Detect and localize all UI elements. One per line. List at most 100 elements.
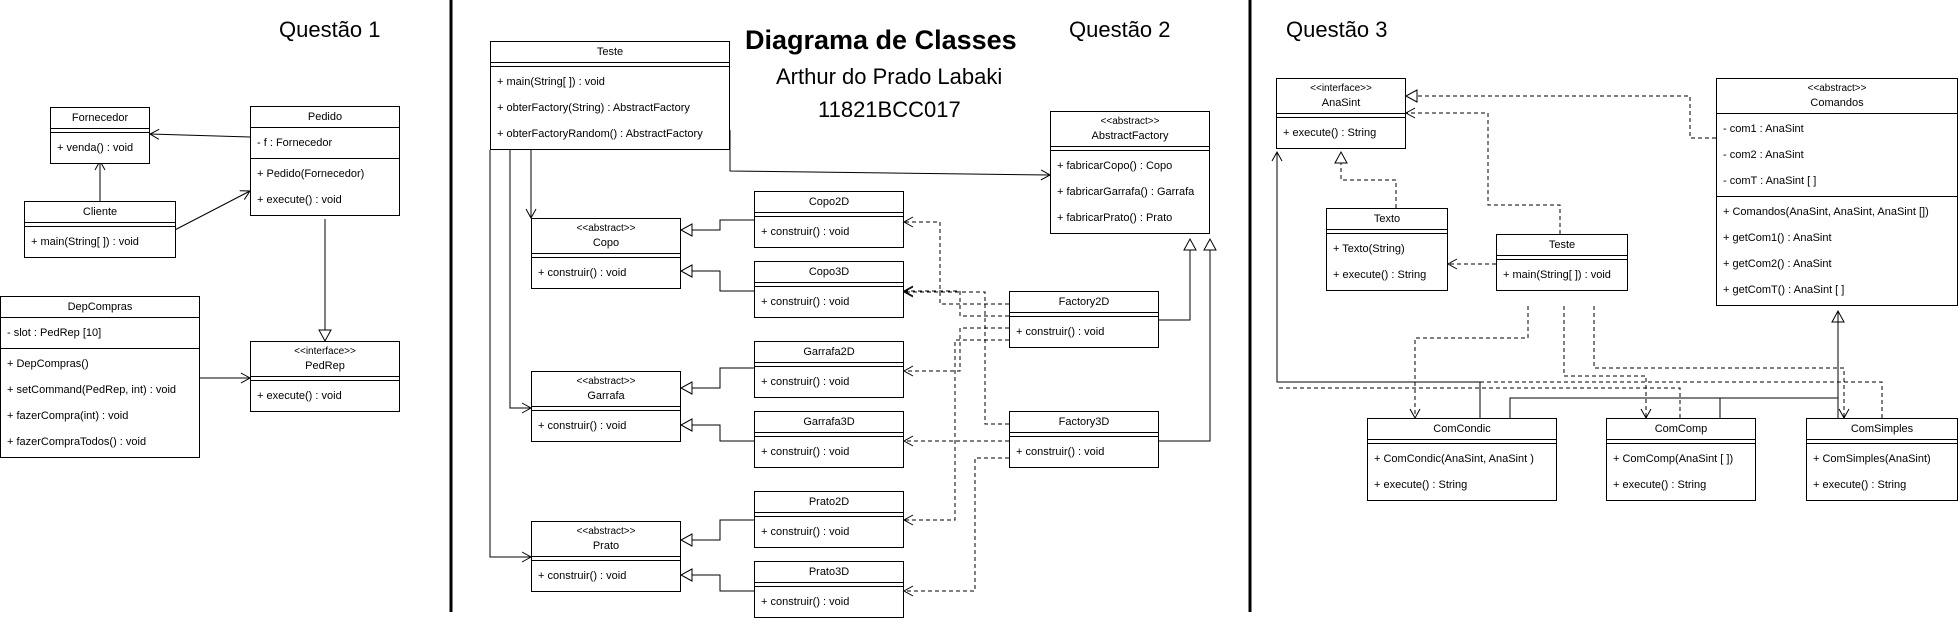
- factory3d-abstractfactory-generalization: [1159, 237, 1217, 442]
- teste-comcomp-dep: [1563, 306, 1652, 420]
- class-method: + ComSimples(AnaSint): [1813, 453, 1931, 465]
- class-methods: + construir() : void: [755, 437, 903, 467]
- diagram-title: Diagrama de Classes: [745, 25, 1017, 55]
- class-q2-abstractfactory[interactable]: <<abstract>>AbstractFactory + fabricarCop…: [1050, 111, 1210, 234]
- class-q3-teste[interactable]: Teste+ main(String[ ]) : void: [1496, 234, 1628, 291]
- class-method: + construir() : void: [538, 420, 627, 432]
- class-method: + execute() : String: [1333, 269, 1427, 281]
- class-q2-copo[interactable]: <<abstract>>Copo+ construir() : void: [531, 218, 681, 289]
- prato2d-prato-generalization: [679, 519, 754, 547]
- class-q3-comsimples[interactable]: ComSimples+ ComSimples(AnaSint)+ execute…: [1806, 418, 1958, 501]
- class-method: + ComComp(AnaSint [ ]): [1613, 453, 1734, 465]
- class-q2-copo2d[interactable]: Copo2D+ construir() : void: [754, 191, 904, 248]
- class-stereotype: <<interface>>: [1310, 83, 1372, 94]
- class-attributes: [755, 583, 903, 587]
- class-method: + execute() : void: [257, 390, 342, 402]
- class-method: + construir() : void: [761, 296, 850, 308]
- class-header: Fornecedor: [51, 108, 149, 129]
- class-q2-prato[interactable]: <<abstract>>Prato + construir() : void: [531, 521, 681, 592]
- class-methods: + construir() : void: [532, 411, 680, 441]
- class-header: Copo3D: [755, 262, 903, 283]
- class-q3-comcondic[interactable]: ComCondic + ComCondic(AnaSint, AnaSint )+…: [1367, 418, 1557, 501]
- class-name: Copo: [592, 237, 620, 249]
- class-name: DepCompras: [67, 301, 133, 313]
- class-methods: + construir() : void: [1010, 317, 1158, 347]
- copo3d-copo-generalization: [679, 264, 754, 292]
- class-q2-factory2d[interactable]: Factory2D + construir() : void: [1009, 291, 1159, 348]
- class-q3-anasint[interactable]: <<interface>>AnaSint+ execute() : String: [1276, 78, 1406, 149]
- teste-comcondic-dep: [1409, 306, 1529, 420]
- class-q2-garrafa3d[interactable]: Garrafa3D + construir() : void: [754, 411, 904, 468]
- class-method: + fabricarCopo() : Copo: [1057, 160, 1173, 172]
- class-attributes: [1051, 147, 1209, 151]
- class-method: + Comandos(AnaSint, AnaSint, AnaSint []): [1723, 206, 1929, 218]
- class-q1-pedrep[interactable]: <<interface>>PedRep + execute() : void: [250, 341, 400, 412]
- class-name: Comandos: [1810, 97, 1864, 109]
- class-method: + construir() : void: [761, 596, 850, 608]
- class-stereotype: <<abstract>>: [1807, 83, 1867, 94]
- class-header: Pedido: [251, 107, 399, 128]
- class-methods: + construir() : void: [755, 587, 903, 617]
- class-header: <<abstract>>Copo: [532, 219, 680, 254]
- class-method: + setCommand(PedRep, int) : void: [7, 384, 177, 396]
- class-q2-teste[interactable]: Teste+ main(String[ ]) : void+ obterFact…: [490, 41, 730, 150]
- class-methods: + main(String[ ]) : void: [25, 227, 175, 257]
- class-method: + venda() : void: [57, 142, 134, 154]
- class-q2-factory3d[interactable]: Factory3D+ construir() : void: [1009, 411, 1159, 468]
- class-q1-cliente[interactable]: Cliente+ main(String[ ]) : void: [24, 201, 176, 258]
- class-methods: + construir() : void: [532, 561, 680, 591]
- class-method: + construir() : void: [761, 376, 850, 388]
- class-q1-fornecedor[interactable]: Fornecedor + venda() : void: [50, 107, 150, 164]
- class-header: <<abstract>>Prato: [532, 522, 680, 557]
- class-methods: + construir() : void: [755, 367, 903, 397]
- class-method: + construir() : void: [538, 570, 627, 582]
- questao-2-title: Questão 2: [1069, 17, 1171, 42]
- class-attribute: - slot : PedRep [10]: [7, 327, 102, 339]
- class-methods: + ComCondic(AnaSint, AnaSint )+ execute(…: [1368, 444, 1556, 500]
- class-attributes: [532, 407, 680, 411]
- class-attributes: [1807, 440, 1957, 444]
- class-method: + fazerCompraTodos() : void: [7, 436, 147, 448]
- factory3d-prato3d-dep: [902, 457, 1009, 597]
- comcondic-comandos-generalization: [1509, 397, 1720, 418]
- class-header: Texto: [1327, 209, 1447, 230]
- class-q3-comcomp[interactable]: ComComp+ ComComp(AnaSint [ ])+ execute()…: [1606, 418, 1756, 501]
- class-method: + execute() : String: [1283, 127, 1377, 139]
- comcondic-anasint-assoc: [1271, 150, 1481, 418]
- class-name: Garrafa3D: [803, 416, 855, 428]
- class-q2-garrafa[interactable]: <<abstract>>Garrafa+ construir() : void: [531, 371, 681, 442]
- class-attributes: [1368, 440, 1556, 444]
- class-method: + obterFactory(String) : AbstractFactory: [497, 102, 690, 114]
- prato3d-prato-generalization: [679, 568, 754, 592]
- class-stereotype: <<abstract>>: [576, 526, 636, 537]
- class-name: Copo2D: [808, 196, 850, 208]
- class-method: + main(String[ ]) : void: [1503, 269, 1611, 281]
- class-name: ComSimples: [1850, 423, 1914, 435]
- class-q2-garrafa2d[interactable]: Garrafa2D+ construir() : void: [754, 341, 904, 398]
- student-id: 11821BCC017: [818, 97, 961, 122]
- class-header: <<abstract>>AbstractFactory: [1051, 112, 1209, 147]
- questao-3-title: Questão 3: [1286, 17, 1388, 42]
- class-q2-prato3d[interactable]: Prato3D+ construir() : void: [754, 561, 904, 618]
- class-header: ComCondic: [1368, 419, 1556, 440]
- class-header: ComComp: [1607, 419, 1755, 440]
- class-name: Prato2D: [808, 496, 850, 508]
- class-method: + fazerCompra(int) : void: [7, 410, 129, 422]
- class-header: <<interface>>PedRep: [251, 342, 399, 377]
- class-name: ComCondic: [1433, 423, 1491, 435]
- factory2d-abstractfactory-generalization: [1159, 237, 1197, 321]
- class-methods: + construir() : void: [755, 517, 903, 547]
- class-header: Copo2D: [755, 192, 903, 213]
- class-methods: + fabricarCopo() : Copo+ fabricarGarrafa…: [1051, 151, 1209, 233]
- class-q1-depcompras[interactable]: DepCompras- slot : PedRep [10]+ DepCompr…: [0, 296, 200, 458]
- class-q3-texto[interactable]: Texto+ Texto(String)+ execute() : String: [1326, 208, 1448, 291]
- class-q1-pedido[interactable]: Pedido- f : Fornecedor+ Pedido(Fornecedo…: [250, 106, 400, 216]
- class-q2-prato2d[interactable]: Prato2D + construir() : void: [754, 491, 904, 548]
- class-name: Factory2D: [1058, 296, 1110, 308]
- class-stereotype: <<abstract>>: [1100, 116, 1160, 127]
- class-methods: + venda() : void: [51, 133, 149, 163]
- class-q3-comandos[interactable]: <<abstract>>Comandos- com1 : AnaSint- co…: [1716, 78, 1958, 306]
- class-header: ComSimples: [1807, 419, 1957, 440]
- class-q2-copo3d[interactable]: Copo3D + construir() : void: [754, 261, 904, 318]
